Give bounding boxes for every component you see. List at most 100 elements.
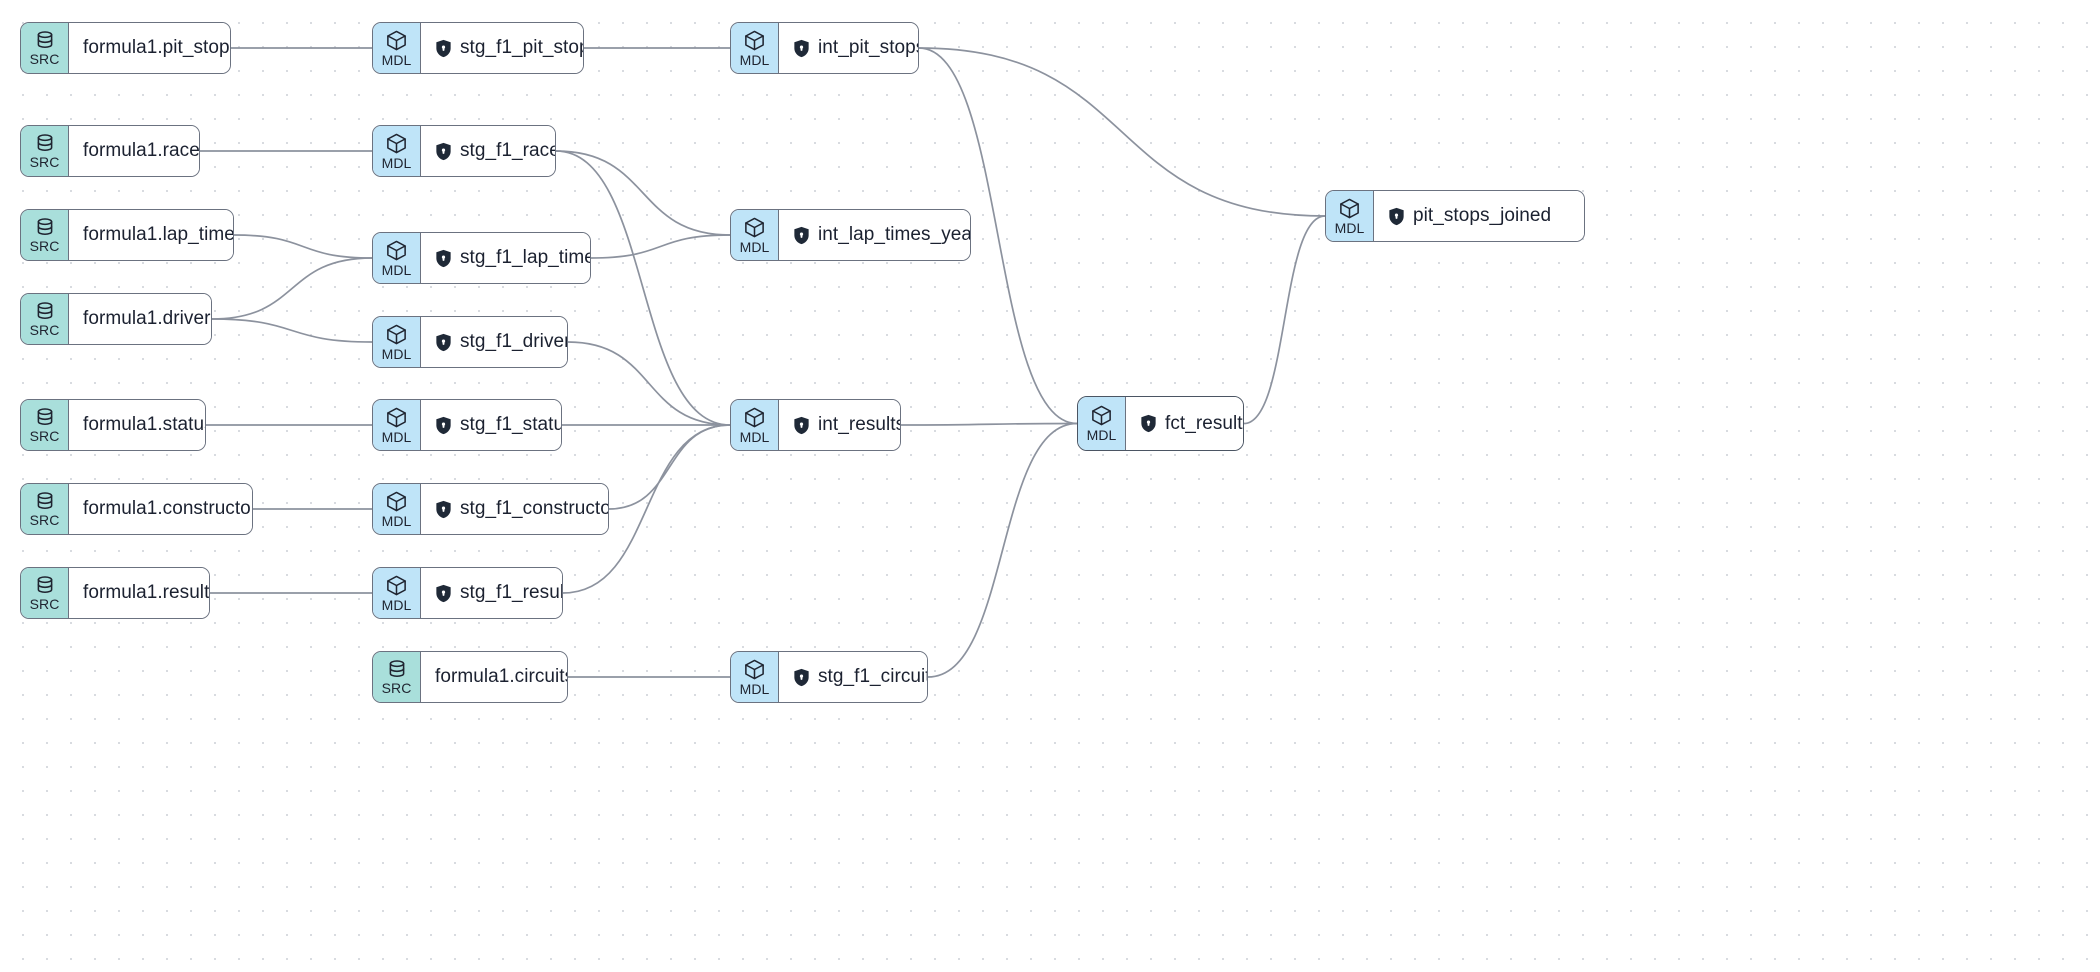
node-label: formula1.circuits	[435, 666, 568, 687]
graph-node-stg_constructors[interactable]: MDL stg_f1_constructors	[372, 483, 609, 535]
cube-icon	[385, 132, 408, 155]
cube-icon	[1090, 404, 1113, 427]
graph-node-stg_status[interactable]: MDL stg_f1_status	[372, 399, 562, 451]
badge-label: MDL	[739, 680, 770, 697]
node-body[interactable]: fct_results	[1126, 397, 1243, 450]
cube-icon	[385, 490, 408, 513]
node-body[interactable]: stg_f1_drivers	[421, 317, 567, 367]
node-body[interactable]: formula1.status	[69, 400, 206, 450]
graph-node-src_pit_stops[interactable]: SRC formula1.pit_stops	[20, 22, 231, 74]
node-body[interactable]: stg_f1_status	[421, 400, 561, 450]
node-label: formula1.status	[83, 414, 206, 435]
node-label: formula1.drivers	[83, 308, 212, 329]
badge-label: MDL	[739, 238, 770, 255]
shield-icon	[793, 39, 810, 58]
node-label: formula1.races	[83, 140, 200, 161]
shield-icon	[1388, 207, 1405, 226]
node-body[interactable]: pit_stops_joined	[1374, 191, 1584, 241]
node-body[interactable]: stg_f1_pit_stops	[421, 23, 583, 73]
node-body[interactable]: int_lap_times_years	[779, 210, 970, 260]
graph-node-src_status[interactable]: SRC formula1.status	[20, 399, 206, 451]
mdl-badge: MDL	[373, 568, 421, 618]
mdl-badge: MDL	[731, 23, 779, 73]
node-label: stg_f1_drivers	[460, 331, 567, 352]
node-label: stg_f1_lap_times	[460, 247, 591, 268]
node-label: stg_f1_races	[460, 140, 555, 161]
database-cylinder-icon	[34, 406, 56, 428]
badge-label: MDL	[381, 596, 412, 613]
edge-stg_lap_times-to-int_lap_times_yr	[590, 234, 731, 259]
badge-label: SRC	[29, 238, 60, 254]
node-body[interactable]: stg_f1_constructors	[421, 484, 608, 534]
shield-icon	[435, 584, 452, 603]
src-badge: SRC	[21, 23, 69, 73]
cube-icon	[743, 658, 766, 681]
cube-icon	[743, 29, 766, 52]
cube-icon	[743, 216, 766, 239]
edge-int_results-to-fct_results	[900, 422, 1078, 426]
badge-label: SRC	[29, 512, 60, 528]
graph-node-src_circuits[interactable]: SRC formula1.circuits	[372, 651, 568, 703]
badge-label: SRC	[381, 680, 412, 696]
node-body[interactable]: formula1.races	[69, 126, 200, 176]
badge-label: MDL	[381, 154, 412, 171]
graph-node-int_results[interactable]: MDL int_results	[730, 399, 901, 451]
node-body[interactable]: stg_f1_races	[421, 126, 555, 176]
mdl-badge: MDL	[731, 652, 779, 702]
node-label: stg_f1_pit_stops	[460, 37, 583, 58]
cube-icon	[385, 29, 408, 52]
node-label: formula1.results	[83, 582, 210, 603]
mdl-badge: MDL	[373, 400, 421, 450]
node-body[interactable]: int_results	[779, 400, 900, 450]
graph-node-stg_results[interactable]: MDL stg_f1_results	[372, 567, 563, 619]
edge-stg_races-to-int_lap_times_yr	[555, 150, 731, 236]
edge-src_lap_times-to-stg_lap_times	[233, 234, 373, 259]
node-label: stg_f1_status	[460, 414, 561, 435]
mdl-badge: MDL	[373, 23, 421, 73]
node-body[interactable]: formula1.constructors	[69, 484, 252, 534]
badge-label: MDL	[381, 345, 412, 362]
badge-label: MDL	[381, 261, 412, 278]
graph-node-stg_pit_stops[interactable]: MDL stg_f1_pit_stops	[372, 22, 584, 74]
edge-int_pit_stops-to-pit_stops_joined	[918, 47, 1326, 217]
badge-label: MDL	[381, 512, 412, 529]
node-body[interactable]: formula1.results	[69, 568, 210, 618]
node-body[interactable]: formula1.circuits	[421, 652, 568, 702]
shield-icon	[793, 416, 810, 435]
database-cylinder-icon	[34, 29, 56, 51]
edge-stg_constructors-to-int_results	[608, 424, 731, 510]
src-badge: SRC	[21, 400, 69, 450]
node-label: stg_f1_constructors	[460, 498, 608, 519]
node-body[interactable]: formula1.pit_stops	[69, 23, 230, 73]
graph-node-stg_circuits[interactable]: MDL stg_f1_circuits	[730, 651, 928, 703]
graph-node-stg_lap_times[interactable]: MDL stg_f1_lap_times	[372, 232, 591, 284]
node-body[interactable]: formula1.drivers	[69, 294, 212, 344]
badge-label: MDL	[381, 428, 412, 445]
mdl-badge: MDL	[1326, 191, 1374, 241]
graph-node-int_lap_times_yr[interactable]: MDL int_lap_times_years	[730, 209, 971, 261]
edge-stg_races-to-int_results	[555, 150, 731, 426]
node-body[interactable]: stg_f1_circuits	[779, 652, 927, 702]
graph-node-src_lap_times[interactable]: SRC formula1.lap_times	[20, 209, 234, 261]
mdl-badge: MDL	[373, 317, 421, 367]
badge-label: MDL	[739, 428, 770, 445]
badge-label: SRC	[29, 51, 60, 67]
shield-icon	[1140, 414, 1157, 433]
database-cylinder-icon	[34, 490, 56, 512]
database-cylinder-icon	[34, 300, 56, 322]
node-body[interactable]: stg_f1_lap_times	[421, 233, 591, 283]
src-badge: SRC	[21, 126, 69, 176]
graph-node-stg_drivers[interactable]: MDL stg_f1_drivers	[372, 316, 568, 368]
node-body[interactable]: stg_f1_results	[421, 568, 562, 618]
graph-node-src_constructors[interactable]: SRC formula1.constructors	[20, 483, 253, 535]
node-body[interactable]: int_pit_stops	[779, 23, 918, 73]
graph-node-src_races[interactable]: SRC formula1.races	[20, 125, 200, 177]
graph-node-stg_races[interactable]: MDL stg_f1_races	[372, 125, 556, 177]
node-body[interactable]: formula1.lap_times	[69, 210, 233, 260]
